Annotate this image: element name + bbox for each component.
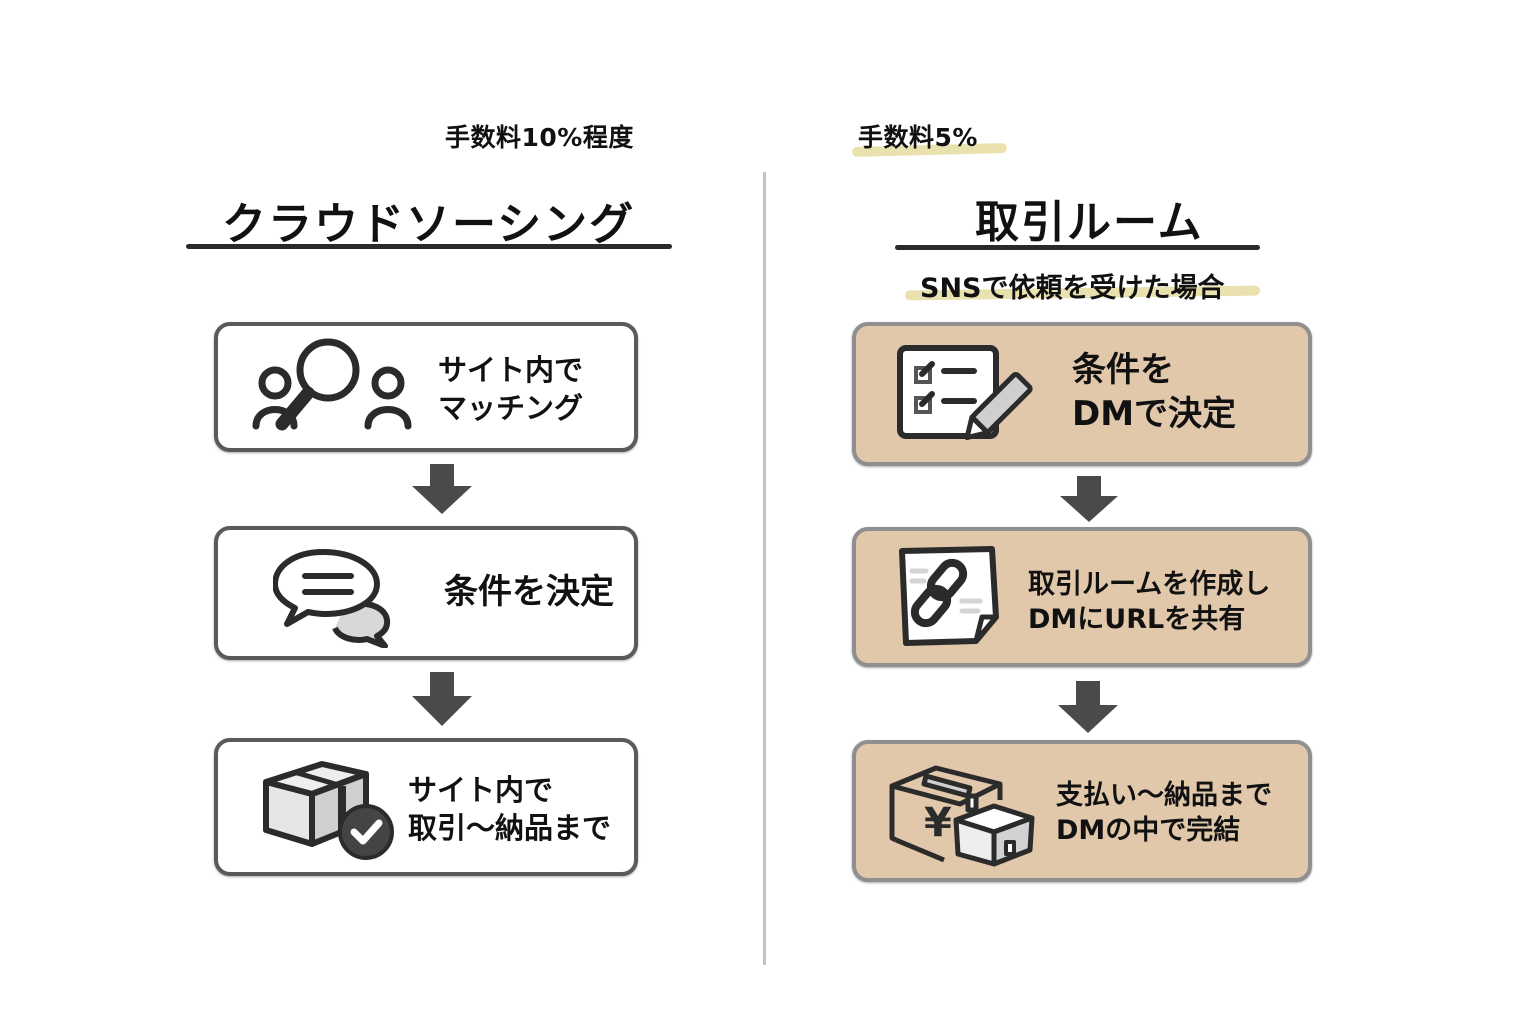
- arrow-down-icon: [1060, 476, 1118, 522]
- right-step-2-line-2: DMにURLを共有: [1028, 604, 1246, 636]
- yen-boxes-icon: ¥: [889, 765, 1035, 867]
- right-step-1-line-1: 条件を: [1072, 350, 1174, 390]
- arrow-down-icon: [412, 464, 472, 514]
- box-check-icon: [263, 761, 394, 860]
- right-step-1-line-2: DMで決定: [1072, 394, 1237, 435]
- right-step-2-line-1: 取引ルームを作成し: [1028, 569, 1271, 600]
- left-step-2-line-1: 条件を決定: [444, 572, 614, 612]
- chat-bubbles-icon: [273, 549, 391, 648]
- arrow-down-icon: [1058, 681, 1118, 733]
- left-step-2-card: 条件を決定: [214, 526, 638, 660]
- left-step-3-line-1: サイト内で: [408, 773, 554, 807]
- left-title: クラウドソーシング: [222, 199, 636, 250]
- left-step-3-line-2: 取引〜納品まで: [408, 810, 612, 845]
- right-step-3-card: ¥ 支払い〜納品まで DMの中で完結: [852, 740, 1312, 882]
- right-subtitle: SNSで依頼を受けた場合: [920, 273, 1225, 304]
- right-fee-note: 手数料5%: [858, 123, 978, 152]
- yen-sign: ¥: [924, 800, 952, 846]
- left-step-1-line-2: マッチング: [438, 390, 584, 425]
- right-step-1-card: 条件を DMで決定: [852, 322, 1312, 466]
- right-title: 取引ルーム: [975, 197, 1204, 248]
- column-divider: [763, 172, 766, 965]
- left-step-1-line-1: サイト内で: [438, 353, 584, 387]
- arrow-down-icon: [412, 672, 472, 726]
- left-step-1-card: サイト内で マッチング: [214, 322, 638, 452]
- right-title-underline: [895, 245, 1260, 250]
- people-search-icon: [252, 338, 412, 431]
- left-fee-note: 手数料10%程度: [445, 123, 634, 152]
- right-step-2-card: 取引ルームを作成し DMにURLを共有: [852, 527, 1312, 667]
- left-step-3-card: サイト内で 取引〜納品まで: [214, 738, 638, 876]
- left-title-underline: [186, 244, 672, 249]
- checklist-pencil-icon: [897, 345, 1033, 441]
- right-step-3-line-2: DMの中で完結: [1056, 815, 1241, 847]
- right-step-3-line-1: 支払い〜納品まで: [1056, 780, 1272, 811]
- link-document-icon: [899, 546, 999, 646]
